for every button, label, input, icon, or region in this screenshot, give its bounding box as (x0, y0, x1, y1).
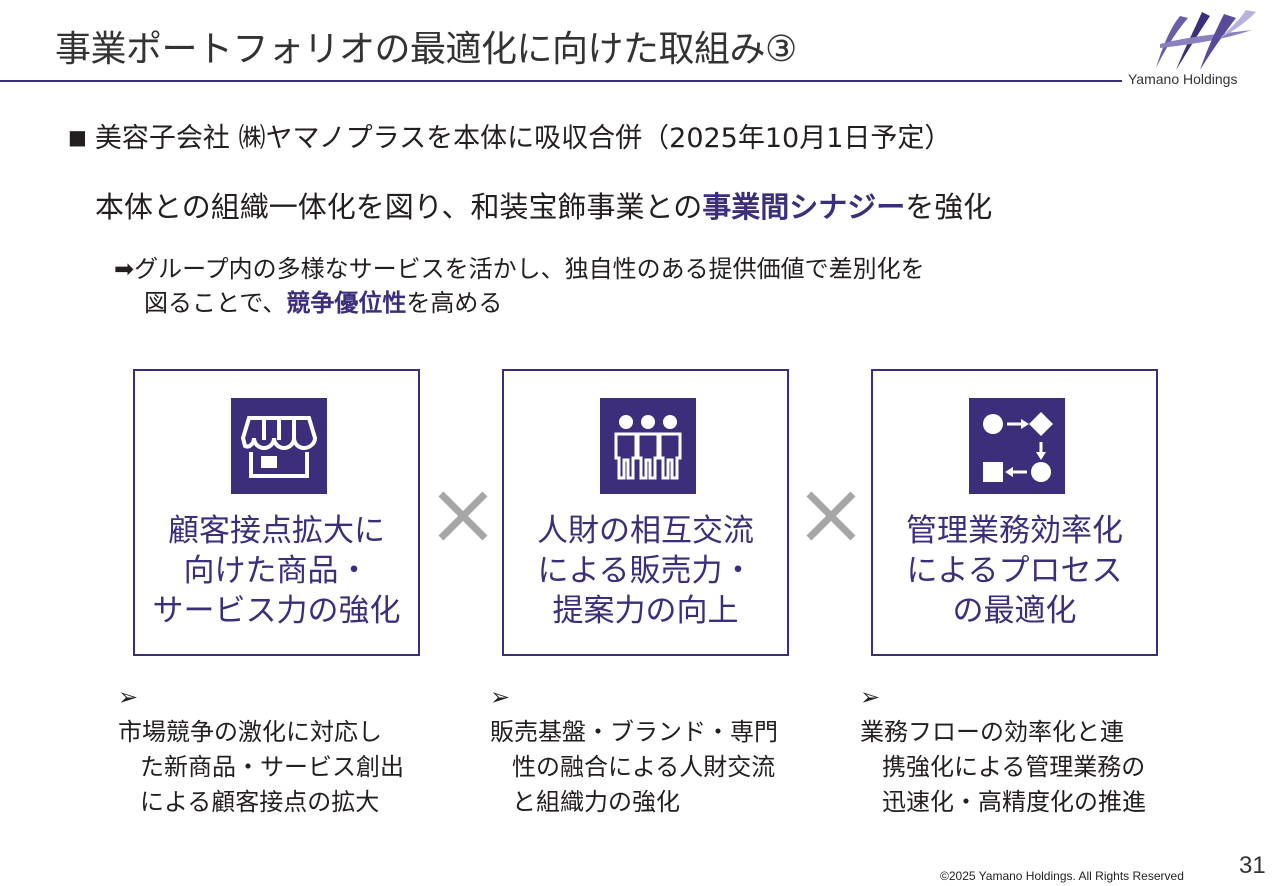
pillar-desc-process: ➢業務フローの効率化と連 携強化による管理業務の 迅速化・高精度化の推進 (860, 680, 1160, 820)
advantage-statement: ➡グループ内の多様なサービスを活かし、独自性のある提供価値で差別化を 図ることで… (114, 252, 925, 320)
bullet-text: 美容子会社 ㈱ヤマノプラスを本体に吸収合併（2025年10月1日予定） (94, 123, 952, 154)
right-arrow-icon: ➡ (114, 255, 135, 283)
copyright: ©2025 Yamano Holdings. All Rights Reserv… (940, 869, 1184, 883)
desc-arrow-icon: ➢ (860, 683, 881, 711)
synergy-post: を強化 (905, 190, 993, 224)
synergy-statement: 本体との組織一体化を図り、和装宝飾事業との事業間シナジーを強化 (95, 184, 992, 226)
logo-wordmark: Yamano Holdings (1128, 71, 1238, 87)
pillar-box-talent: 人財の相互交流 による販売力・ 提案力の向上 (502, 369, 789, 656)
synergy-pre: 本体との組織一体化を図り、和装宝飾事業との (95, 190, 703, 224)
desc-arrow-icon: ➢ (490, 683, 511, 711)
times-icon (438, 491, 488, 541)
advantage-line1: グループ内の多様なサービスを活かし、独自性のある提供価値で差別化を (134, 255, 925, 283)
title-underline (0, 80, 1122, 82)
main-bullet: ■ 美容子会社 ㈱ヤマノプラスを本体に吸収合併（2025年10月1日予定） (68, 116, 951, 155)
people-icon (600, 398, 696, 494)
desc-arrow-icon: ➢ (118, 683, 139, 711)
pillar-label: 管理業務効率化 によるプロセス の最適化 (906, 513, 1123, 629)
advantage-line2-post: を高める (406, 289, 503, 317)
pillar-box-customer: 顧客接点拡大に 向けた商品・ サービス力の強化 (133, 369, 420, 656)
pillar-desc-customer: ➢市場競争の激化に対応し た新商品・サービス創出 による顧客接点の拡大 (118, 680, 418, 820)
advantage-line2-pre: 図ることで、 (144, 289, 287, 317)
synergy-highlight: 事業間シナジー (702, 190, 906, 224)
page-title: 事業ポートフォリオの最適化に向けた取組み③ (55, 29, 797, 70)
process-flow-icon (969, 398, 1065, 494)
pillar-desc-talent: ➢ 販売基盤・ブランド・専門 性の融合による人財交流 と組織力の強化 (490, 680, 790, 820)
yamano-logo-icon (1156, 10, 1256, 70)
advantage-highlight: 競争優位性 (286, 289, 407, 317)
page-number: 31 (1239, 852, 1266, 879)
store-icon (231, 398, 327, 494)
pillar-box-process: 管理業務効率化 によるプロセス の最適化 (871, 369, 1158, 656)
pillar-label: 人財の相互交流 による販売力・ 提案力の向上 (537, 513, 754, 629)
times-icon (806, 491, 856, 541)
square-bullet-icon: ■ (68, 125, 87, 149)
pillar-label: 顧客接点拡大に 向けた商品・ サービス力の強化 (152, 513, 401, 629)
